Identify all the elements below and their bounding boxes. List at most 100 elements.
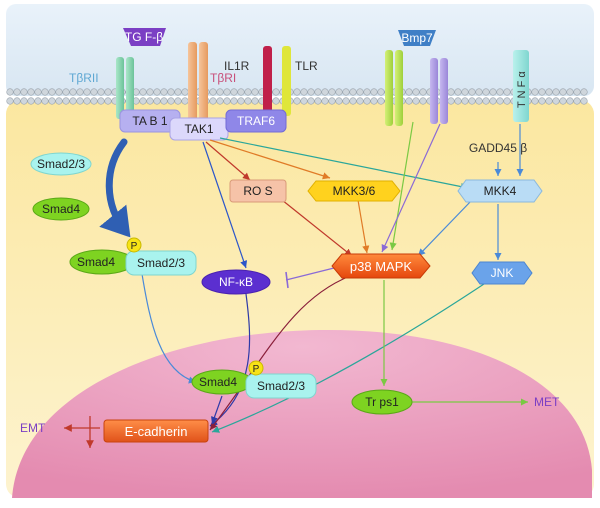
membrane-bead <box>475 97 483 105</box>
bmp-receptor-2 <box>430 58 448 124</box>
membrane-bead <box>251 88 259 96</box>
ros-node <box>229 179 287 203</box>
ecadherin-label: E-cadherin <box>125 424 188 439</box>
membrane-bead <box>328 97 336 105</box>
mkk36-node <box>307 180 401 202</box>
membrane-bead <box>34 97 42 105</box>
membrane-bead <box>160 97 168 105</box>
plasma-membrane <box>6 88 588 105</box>
membrane-bead <box>496 88 504 96</box>
membrane-bead <box>90 97 98 105</box>
smad4-complex-label: Smad4 <box>77 255 115 269</box>
membrane-bead <box>167 88 175 96</box>
tbetarii-receptor <box>116 57 134 119</box>
membrane-bead <box>27 97 35 105</box>
mkk4-node <box>457 179 543 203</box>
membrane-bead <box>174 88 182 96</box>
membrane-bead <box>62 88 70 96</box>
smad23-nuclear-label: Smad2/3 <box>257 379 305 393</box>
tgf-beta-ligand <box>123 28 166 46</box>
bmp7-to-p38-arrow <box>389 121 414 251</box>
mkk36-to-p38-arrow <box>357 199 370 254</box>
membrane-bead <box>531 97 539 105</box>
membrane-bead <box>531 88 539 96</box>
smad4-nuclear-label: Smad4 <box>199 375 237 389</box>
smad23-free-label: Smad2/3 <box>37 157 85 171</box>
membrane-bead <box>566 88 574 96</box>
membrane-bead <box>405 97 413 105</box>
tbetari-label: TβRI <box>210 71 236 85</box>
membrane-bead <box>160 88 168 96</box>
membrane-bead <box>97 97 105 105</box>
nfkb-label: NF-κB <box>219 275 253 289</box>
membrane-bead <box>573 88 581 96</box>
membrane-bead <box>489 97 497 105</box>
nucleus-region <box>12 329 592 498</box>
membrane-bead <box>244 97 252 105</box>
membrane-bead <box>6 88 14 96</box>
membrane-bead <box>153 88 161 96</box>
phospho-label-1: P <box>131 241 138 252</box>
membrane-bead <box>496 97 504 105</box>
membrane-bead <box>363 97 371 105</box>
membrane-bead <box>489 88 497 96</box>
membrane-bead <box>272 97 280 105</box>
membrane-bead <box>342 88 350 96</box>
phospho-label-2: P <box>253 364 260 375</box>
smad23-complex-label: Smad2/3 <box>137 256 185 270</box>
tak1-to-nfkb-arrow <box>202 141 248 269</box>
membrane-bead <box>90 88 98 96</box>
traf6-box <box>225 109 287 133</box>
membrane-bead <box>209 97 217 105</box>
bmp-receptor-1 <box>385 50 403 126</box>
membrane-bead <box>314 97 322 105</box>
tnf-receptor <box>513 50 529 122</box>
membrane-bead <box>139 97 147 105</box>
membrane-bead <box>370 88 378 96</box>
trps1-node <box>351 389 413 415</box>
membrane-bead <box>307 97 315 105</box>
membrane-bead <box>545 97 553 105</box>
membrane-bead <box>174 97 182 105</box>
membrane-bead <box>293 97 301 105</box>
membrane-bead <box>55 88 63 96</box>
membrane-bead <box>321 97 329 105</box>
membrane-bead <box>419 97 427 105</box>
ros-to-p38-arrow <box>281 199 353 257</box>
membrane-bead <box>405 88 413 96</box>
gadd45-label: GADD45 β <box>469 141 527 155</box>
il1r-receptor <box>263 46 272 116</box>
mkk4-label: MKK4 <box>484 184 517 198</box>
p38-label: p38 MAPK <box>350 259 412 274</box>
membrane-bead <box>181 88 189 96</box>
membrane-bead <box>48 97 56 105</box>
membrane-bead <box>335 88 343 96</box>
tbetarii-label: TβRII <box>69 71 99 85</box>
nfkb-node <box>201 269 271 295</box>
membrane-bead <box>251 97 259 105</box>
membrane-bead <box>503 97 511 105</box>
membrane-bead <box>237 88 245 96</box>
membrane-bead <box>447 97 455 105</box>
bmp7-ligand <box>398 30 436 46</box>
membrane-bead <box>181 97 189 105</box>
tak1-to-ros-arrow <box>205 141 251 181</box>
membrane-bead <box>328 88 336 96</box>
membrane-bead <box>244 88 252 96</box>
membrane-bead <box>349 88 357 96</box>
membrane-bead <box>356 97 364 105</box>
membrane-bead <box>20 88 28 96</box>
membrane-bead <box>342 97 350 105</box>
membrane-bead <box>13 97 21 105</box>
membrane-bead <box>83 97 91 105</box>
membrane-bead <box>335 97 343 105</box>
smad23-complex <box>125 250 197 276</box>
membrane-bead <box>104 88 112 96</box>
membrane-bead <box>559 97 567 105</box>
tak1-to-mkk36-arrow <box>209 139 331 180</box>
met-label: MET <box>534 395 560 409</box>
membrane-bead <box>419 88 427 96</box>
membrane-bead <box>62 97 70 105</box>
